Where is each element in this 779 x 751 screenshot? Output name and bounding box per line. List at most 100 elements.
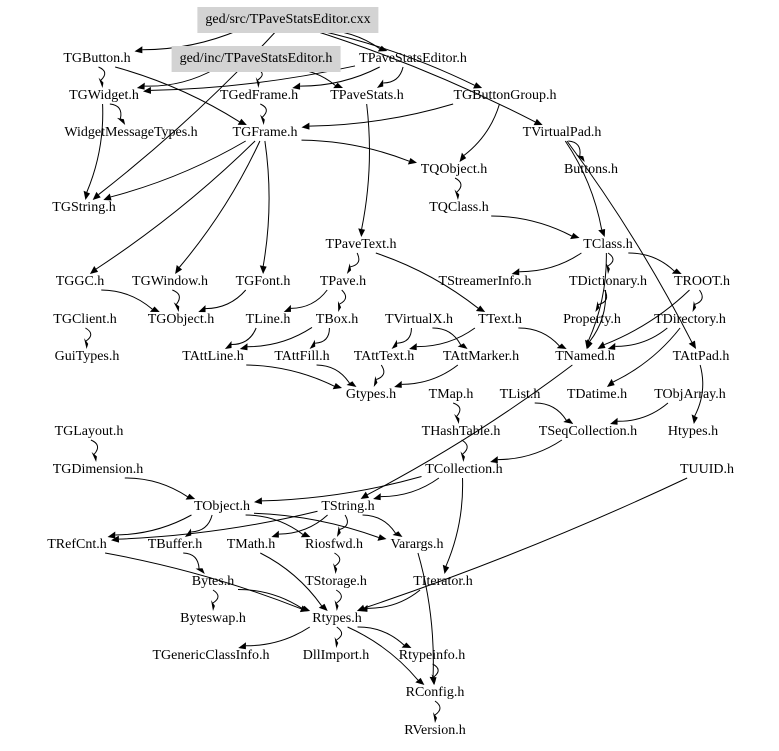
edge-Rtypes-to-DllImport: [336, 626, 343, 641]
arrowhead-TClass: [598, 228, 606, 237]
node-tgobject[interactable]: TGObject.h: [147, 312, 215, 327]
node-tpave[interactable]: TPave.h: [319, 274, 367, 289]
node-tmath[interactable]: TMath.h: [226, 537, 276, 552]
node-tatt-fill[interactable]: TAttFill.h: [274, 349, 330, 364]
edge-Rtypeinfo-to-RConfig: [432, 663, 439, 678]
node-tseq-collection[interactable]: TSeqCollection.h: [538, 424, 638, 439]
node-rversion[interactable]: RVersion.h: [404, 723, 466, 738]
edge-TGButtonGroup-to-TGFrame: [309, 103, 454, 127]
arrowhead-Rtypeinfo: [401, 642, 412, 648]
node-tobj-array[interactable]: TObjArray.h: [654, 387, 726, 402]
edge-TClass-to-TNamed: [587, 252, 607, 342]
arrowhead-Htypes: [691, 414, 698, 424]
arrowhead-TQObject: [407, 157, 417, 165]
node-property[interactable]: Property.h: [563, 312, 621, 327]
arrowhead-TGedFrame: [292, 82, 301, 90]
node-varargs[interactable]: Varargs.h: [390, 537, 444, 552]
node-troot[interactable]: TROOT.h: [673, 274, 731, 289]
node-riosfwd[interactable]: Riosfwd.h: [305, 537, 363, 552]
node-tstring[interactable]: TString.h: [321, 499, 375, 514]
node-tgframe[interactable]: TGFrame.h: [232, 125, 298, 140]
edge-TString-to-Riosfwd: [339, 514, 348, 530]
edge-TGLayout-to-TGDimension: [90, 439, 99, 455]
arrowhead-TGFrame: [301, 122, 310, 130]
edge-Varargs-to-RConfig: [417, 552, 434, 678]
node-tstorage[interactable]: TStorage.h: [305, 574, 367, 589]
node-tdictionary[interactable]: TDictionary.h: [568, 274, 648, 289]
node-tlist[interactable]: TList.h: [499, 387, 541, 402]
edge-TPaveStatsEditor-to-TPaveStats: [383, 66, 404, 84]
arrowhead-Rtypes: [359, 604, 368, 612]
arrowhead-TGFrame: [260, 114, 265, 125]
node-tuuid[interactable]: TUUID.h: [679, 462, 735, 477]
node-tatt-pad[interactable]: TAttPad.h: [672, 349, 730, 364]
edge-TObject-to-TBuffer: [191, 514, 213, 533]
node-titerator[interactable]: TIterator.h: [413, 574, 473, 589]
node-tgwidget[interactable]: TGWidget.h: [69, 88, 139, 103]
arrowhead-TPaveText: [358, 228, 366, 237]
node-inc-editor[interactable]: ged/inc/TPaveStatsEditor.h: [171, 46, 341, 72]
node-tstreamer-info[interactable]: TStreamerInfo.h: [438, 274, 532, 289]
node-tqobject[interactable]: TQObject.h: [420, 162, 488, 177]
arrowhead-TPaveStats: [376, 79, 384, 88]
edge-TNamed-to-TString: [367, 364, 573, 496]
node-tpave-stats[interactable]: TPaveStats.h: [330, 88, 404, 103]
node-gtypes[interactable]: Gtypes.h: [345, 387, 397, 402]
node-tgbutton[interactable]: TGButton.h: [63, 51, 131, 66]
node-tnamed[interactable]: TNamed.h: [555, 349, 615, 364]
node-cxx[interactable]: ged/src/TPaveStatsEditor.cxx: [197, 7, 379, 33]
node-tpave-stats-editor[interactable]: TPaveStatsEditor.h: [359, 51, 467, 66]
node-tline[interactable]: TLine.h: [245, 312, 291, 327]
node-tdirectory[interactable]: TDirectory.h: [654, 312, 726, 327]
arrowhead-TText: [475, 305, 486, 312]
node-tcollection[interactable]: TCollection.h: [425, 462, 503, 477]
node-tdatime[interactable]: TDatime.h: [566, 387, 628, 402]
node-rtypes[interactable]: Rtypes.h: [312, 611, 362, 626]
arrowhead-TCollection: [460, 451, 465, 462]
node-tvirtual-x[interactable]: TVirtualX.h: [385, 312, 453, 327]
node-tatt-text[interactable]: TAttText.h: [353, 349, 415, 364]
node-thash-table[interactable]: THashTable.h: [421, 424, 501, 439]
node-bytes[interactable]: Bytes.h: [191, 574, 235, 589]
edge-TGFont-to-TGObject: [205, 289, 247, 310]
node-byteswap[interactable]: Byteswap.h: [180, 611, 246, 626]
node-tgclient[interactable]: TGClient.h: [53, 312, 117, 327]
node-tgstring[interactable]: TGString.h: [52, 200, 116, 215]
edge-TGedFrame-to-TGFrame: [260, 103, 267, 118]
node-tatt-marker[interactable]: TAttMarker.h: [442, 349, 520, 364]
node-tged-frame[interactable]: TGedFrame.h: [219, 88, 299, 103]
arrowhead-Gtypes: [373, 376, 378, 387]
edge-TPaveStats-to-TPaveText: [361, 103, 370, 230]
node-tgwindow[interactable]: TGWindow.h: [132, 274, 208, 289]
node-tbox[interactable]: TBox.h: [315, 312, 359, 327]
node-ttext[interactable]: TText.h: [478, 312, 522, 327]
node-tbuffer[interactable]: TBuffer.h: [147, 537, 203, 552]
node-htypes[interactable]: Htypes.h: [667, 424, 719, 439]
node-tref-cnt[interactable]: TRefCnt.h: [47, 537, 107, 552]
edge-TGFrame-to-TGWindow: [179, 140, 261, 268]
node-rtypeinfo[interactable]: Rtypeinfo.h: [398, 648, 466, 663]
node-tatt-line[interactable]: TAttLine.h: [182, 349, 244, 364]
arrowhead-TRefCnt: [107, 531, 116, 539]
arrowhead-TDictionary: [606, 263, 610, 274]
node-tmap[interactable]: TMap.h: [428, 387, 474, 402]
edge-TString-to-TRefCnt: [118, 510, 318, 540]
node-tobject[interactable]: TObject.h: [193, 499, 251, 514]
node-gui-types[interactable]: GuiTypes.h: [54, 349, 120, 364]
node-tclass[interactable]: TClass.h: [583, 237, 633, 252]
edge-TBox-to-TAttFill: [315, 327, 330, 344]
node-tggc[interactable]: TGGC.h: [55, 274, 105, 289]
node-rconfig[interactable]: RConfig.h: [405, 685, 465, 700]
node-tgeneric-class-info[interactable]: TGenericClassInfo.h: [152, 648, 270, 663]
node-tpave-text[interactable]: TPaveText.h: [325, 237, 397, 252]
node-buttons[interactable]: Buttons.h: [563, 162, 619, 177]
node-tgdimension[interactable]: TGDimension.h: [52, 462, 144, 477]
node-tgfont[interactable]: TGFont.h: [235, 274, 291, 289]
node-tvirtual-pad[interactable]: TVirtualPad.h: [522, 125, 602, 140]
node-tglayout[interactable]: TGLayout.h: [54, 424, 124, 439]
node-tqclass[interactable]: TQClass.h: [429, 200, 489, 215]
node-dll-import[interactable]: DllImport.h: [302, 648, 370, 663]
node-tgbutton-group[interactable]: TGButtonGroup.h: [453, 88, 557, 103]
arrowhead-Gtypes: [346, 381, 357, 387]
node-widget-message-types[interactable]: WidgetMessageTypes.h: [64, 125, 198, 140]
